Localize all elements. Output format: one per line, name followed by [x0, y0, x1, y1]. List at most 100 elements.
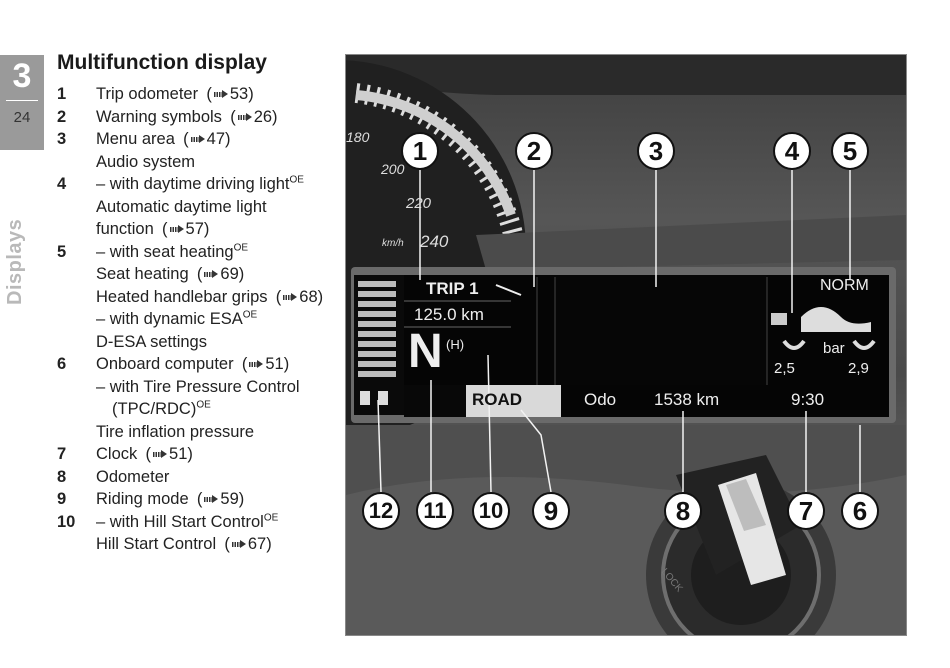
reference-page-number: 57 — [185, 220, 204, 238]
legend-number: 3 — [57, 130, 67, 148]
legend-number — [57, 331, 96, 354]
reference-page-number: 51 — [169, 445, 188, 463]
page-reference[interactable]: (51) — [233, 355, 290, 373]
page-reference[interactable]: (59) — [188, 490, 245, 508]
legend-number — [57, 286, 96, 309]
reference-page-number: 26 — [253, 107, 273, 126]
legend-label: Seat heating — [96, 265, 189, 283]
legend-row: 10 – with Hill Start ControlOE — [57, 511, 342, 534]
legend-label: Onboard computer — [96, 355, 234, 373]
legend-text: Audio system — [96, 151, 342, 174]
chapter-number: 3 — [12, 57, 32, 95]
reference-page-number: 69 — [220, 265, 239, 283]
legend-number: 4 — [57, 175, 67, 193]
arrow-right-icon — [153, 450, 168, 459]
arrow-right-icon — [190, 135, 205, 144]
legend-label: – with dynamic ESA — [96, 310, 243, 328]
legend-number: 8 — [57, 467, 67, 486]
reference-page-number: 59 — [220, 490, 239, 508]
hill-start-icon: (H) — [446, 337, 465, 352]
optional-equipment-mark: OE — [233, 242, 249, 253]
legend-number: 5 — [57, 242, 67, 261]
page-reference[interactable]: (51) — [137, 445, 193, 463]
page-reference[interactable]: (67) — [216, 535, 272, 553]
speedo-tick-220: 220 — [406, 195, 432, 212]
legend-number — [57, 196, 96, 241]
legend-label: – with Tire Pressure Control (TPC/RDC) — [96, 377, 300, 419]
legend-number: 9 — [57, 490, 67, 508]
pressure-rear: 2,9 — [848, 360, 869, 377]
speedo-tick-200: 200 — [381, 161, 405, 177]
section-label: Displays — [4, 218, 26, 305]
page-reference[interactable]: (26) — [221, 107, 278, 126]
legend-row: D-ESA settings — [57, 331, 342, 354]
callout-7: 7 — [787, 492, 825, 530]
chapter-divider — [6, 100, 38, 101]
callout-6: 6 — [841, 492, 879, 530]
legend-label: Heated handlebar grips — [96, 287, 268, 306]
legend-text: Tire inflation pressure — [96, 421, 342, 444]
page-reference[interactable]: (47) — [174, 130, 231, 148]
legend-number: 10 — [57, 512, 76, 531]
legend-text: Clock (51) — [96, 443, 342, 466]
legend-row: 4 – with daytime driving lightOE — [57, 173, 342, 196]
legend-row: 2 Warning symbols (26) — [57, 106, 342, 129]
arrow-right-icon — [231, 540, 246, 549]
legend-text: Heated handlebar grips (68) — [96, 286, 342, 309]
legend-label: Trip odometer — [96, 85, 199, 103]
callout-9: 9 — [532, 492, 570, 530]
damping-mode: NORM — [820, 277, 869, 294]
legend-number: 2 — [57, 107, 67, 126]
callout-2: 2 — [515, 132, 553, 170]
legend-row: Automatic daytime light function (57) — [57, 196, 342, 241]
reference-page-number: 67 — [247, 535, 267, 553]
optional-equipment-mark: OE — [263, 512, 279, 523]
pressure-front: 2,5 — [774, 360, 795, 377]
callout-5: 5 — [831, 132, 869, 170]
legend-label: Hill Start Control — [96, 535, 217, 553]
page-reference[interactable]: (69) — [188, 265, 245, 283]
legend-text: Riding mode (59) — [96, 488, 342, 511]
speedo-tick-240: 240 — [420, 232, 449, 251]
arrow-right-icon — [249, 360, 264, 369]
legend-text: Warning symbols (26) — [96, 106, 342, 129]
legend-number — [57, 308, 96, 331]
legend-row: Heated handlebar grips (68) — [57, 286, 342, 309]
odo-label: Odo — [584, 390, 617, 409]
legend-label: Warning symbols — [96, 107, 222, 126]
clock-display: 9:30 — [791, 390, 825, 409]
optional-equipment-mark: OE — [289, 174, 304, 186]
legend-row: Hill Start Control (67) — [57, 533, 342, 556]
callout-10: 10 — [472, 492, 510, 530]
legend-row: Audio system — [57, 151, 342, 174]
legend-number — [57, 533, 96, 556]
legend-row: – with Tire Pressure Control (TPC/RDC)OE — [57, 376, 342, 421]
legend-text: D-ESA settings — [96, 331, 342, 354]
legend-text: Trip odometer (53) — [96, 83, 342, 106]
legend-text: – with Tire Pressure Control (TPC/RDC)OE — [96, 376, 342, 421]
speedo-tick-180: 180 — [346, 129, 370, 145]
legend-number — [57, 376, 96, 421]
legend-number: 1 — [57, 85, 67, 103]
legend-row: 5 – with seat heatingOE — [57, 241, 342, 264]
page-reference[interactable]: (57) — [153, 220, 210, 238]
page-reference[interactable]: (68) — [267, 287, 324, 306]
legend-label: – with seat heating — [96, 242, 234, 261]
legend-text: – with Hill Start ControlOE — [96, 511, 342, 534]
legend-text: Seat heating (69) — [96, 263, 342, 286]
legend-text: – with dynamic ESAOE — [96, 308, 342, 331]
optional-equipment-mark: OE — [196, 399, 211, 411]
reference-page-number: 47 — [206, 130, 225, 148]
page-reference[interactable]: (53) — [198, 85, 254, 103]
legend-label: Tire inflation pressure — [96, 422, 255, 441]
legend-text: – with seat heatingOE — [96, 241, 342, 264]
riding-mode: ROAD — [472, 390, 523, 409]
legend-text: – with daytime driving lightOE — [96, 173, 342, 196]
legend-label: Automatic daytime light function — [96, 197, 267, 239]
callout-1: 1 — [401, 132, 439, 170]
legend-text: Hill Start Control (67) — [96, 533, 342, 556]
pressure-unit: bar — [823, 340, 845, 357]
arrow-right-icon — [237, 112, 252, 122]
